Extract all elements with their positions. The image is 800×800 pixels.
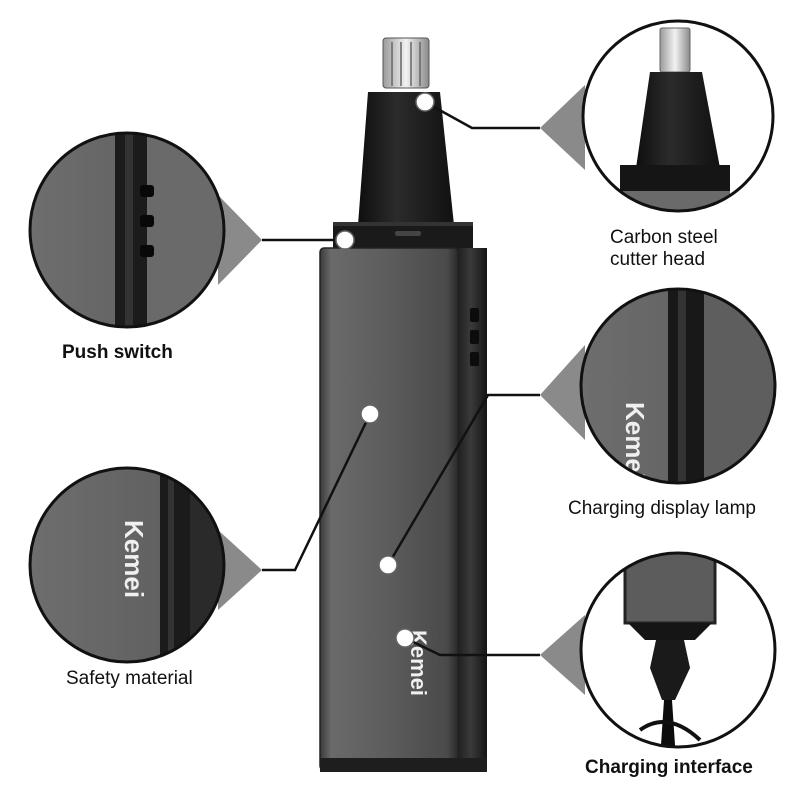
marker-charging-interface	[395, 628, 415, 648]
trimmer-body	[319, 247, 459, 771]
callout-push-switch	[28, 131, 262, 329]
leader-interface	[404, 636, 540, 657]
label-charging-display-lamp: Charging display lamp	[568, 498, 756, 519]
label-charging-interface: Charging interface	[585, 757, 753, 778]
label-carbon-steel-cutter-head: Carbon steel cutter head	[610, 227, 718, 271]
callout-charging-interface	[540, 551, 777, 749]
callout-carbon-steel-cutter-head	[540, 19, 775, 213]
label-push-switch: Push switch	[62, 342, 173, 363]
marker-push-switch	[335, 230, 355, 250]
leader-lamp	[386, 393, 540, 566]
trimmer-device: Kemei	[319, 37, 487, 772]
marker-dots	[335, 92, 435, 648]
callout-safety-material: Kemei	[28, 466, 262, 664]
leader-lines	[262, 100, 540, 657]
label-cutter-head-line2: cutter head	[610, 249, 706, 270]
safety-brand-text: Kemei	[119, 520, 149, 598]
label-cutter-head-line1: Carbon steel	[610, 227, 718, 248]
callout-charging-display-lamp: Kemei	[540, 287, 777, 485]
marker-charging-lamp	[378, 555, 398, 575]
label-safety-material: Safety material	[66, 668, 193, 689]
marker-cutter-head	[415, 92, 435, 112]
leader-safety	[262, 413, 372, 572]
leader-cutter-head	[424, 100, 540, 130]
blade-guard	[382, 37, 430, 89]
trimmer-head	[358, 92, 454, 225]
trimmer-side	[455, 248, 487, 768]
marker-safety-material	[360, 404, 380, 424]
